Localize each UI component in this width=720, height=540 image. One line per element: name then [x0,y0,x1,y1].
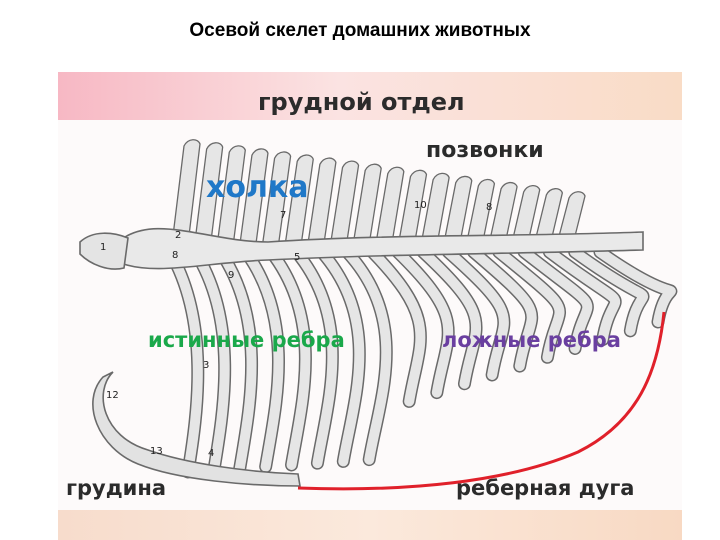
number-label: 9 [228,270,234,281]
top-band [58,72,682,120]
costal-arch-line [297,311,666,491]
spinous-process [352,163,382,245]
spinous-process [533,188,564,245]
costal-arch-label: реберная дуга [456,476,635,500]
spinous-process [171,139,201,245]
rib [569,247,649,336]
rib [417,247,482,389]
first-vertebra [79,232,129,270]
rib [443,247,509,380]
number-label: 5 [294,252,300,263]
number-label: 12 [106,390,119,401]
spinous-process [329,160,360,245]
rib [316,247,365,467]
thoracic-section-label: грудной отдел [258,88,465,116]
rib [519,247,593,354]
true-ribs-label: истинные ребра [148,328,345,352]
spinous-process [420,172,450,245]
spinous-process [375,166,405,245]
spinous-process [556,191,586,245]
skeleton-figure: 1 2 8 9 7 5 10 8 3 12 13 4 грудной отдел… [58,72,682,540]
sternum-bone [92,371,301,487]
rib [165,247,203,477]
spinous-process [442,175,473,245]
bottom-band [58,510,682,540]
number-label: 4 [208,448,214,459]
spinous-process [239,148,269,245]
rib [190,247,230,476]
spinous-process [193,142,224,245]
vertebrae-label: позвонки [426,138,544,163]
rib [493,247,565,363]
rib [342,247,392,465]
rib [215,247,257,474]
crest-label: холка [206,170,309,205]
spinous-processes [171,139,586,245]
number-label: 10 [414,200,427,211]
rib [544,247,621,345]
number-label: 2 [175,230,181,241]
slide-title: Осевой скелет домашних животных [189,20,531,41]
rib [468,247,537,372]
number-label: 8 [486,202,492,213]
sternum-label: грудина [66,476,167,500]
false-ribs-label: ложные ребра [442,328,621,352]
spinous-process [510,184,541,245]
rib [367,247,426,407]
rib [240,247,284,472]
number-label: 13 [150,446,163,457]
rib [595,247,676,327]
thoracic-skeleton-illustration: 1 2 8 9 7 5 10 8 3 12 13 4 [79,139,678,491]
rib [291,247,338,469]
spinous-process [488,181,518,245]
rib [392,247,454,398]
spinous-process [216,145,246,245]
rib [266,247,311,470]
spinous-process [261,151,292,245]
bone-numbers: 1 2 8 9 7 5 10 8 3 12 13 4 [100,200,492,459]
number-label: 1 [100,242,106,253]
ribs [163,245,678,479]
spinous-process [397,169,428,245]
number-label: 8 [172,250,178,261]
number-label: 7 [280,210,286,221]
number-label: 3 [203,360,209,371]
vertebral-column [117,227,644,270]
spinous-process [284,154,314,245]
spinous-process [307,157,337,245]
spinous-process [465,178,496,245]
